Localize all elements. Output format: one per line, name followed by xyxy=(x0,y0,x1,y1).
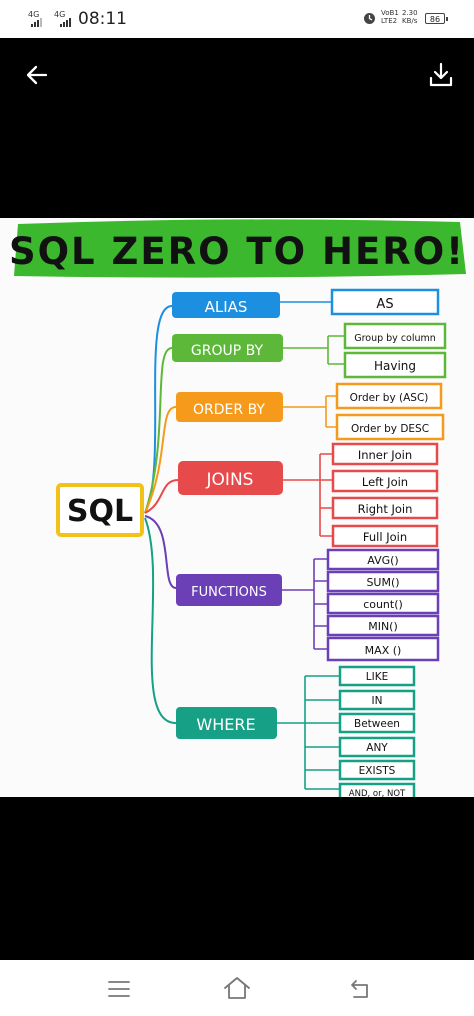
leaf-label: IN xyxy=(372,695,383,707)
branch-label: FUNCTIONS xyxy=(191,585,267,600)
branch-node xyxy=(172,334,283,362)
leaf-label: AVG() xyxy=(367,554,398,567)
leaf-node xyxy=(331,496,439,520)
leaf-label: MAX () xyxy=(365,644,402,657)
leaf-label: LIKE xyxy=(366,671,388,683)
download-icon[interactable] xyxy=(428,61,454,89)
system-nav-bar xyxy=(0,960,474,1016)
branch-node xyxy=(176,574,282,606)
leaf-label: Between xyxy=(354,718,400,730)
leaf-label: Having xyxy=(374,359,416,373)
branch-node xyxy=(178,461,283,495)
branch-node xyxy=(176,707,277,739)
leaf-label: AS xyxy=(376,297,393,312)
mind-map-svg: SQL ZERO TO HERO! SQL ALIAS GROUP BY xyxy=(9,219,466,797)
back-icon[interactable] xyxy=(348,977,372,1001)
leaf-node xyxy=(331,524,439,548)
leaf-node xyxy=(338,689,416,711)
leaf-node xyxy=(338,665,416,687)
leaf-label: EXISTS xyxy=(359,765,396,777)
branch-node xyxy=(176,392,283,422)
viewer-bottom-area xyxy=(0,797,474,960)
leaf-label: Order by (ASC) xyxy=(350,392,429,404)
leaf-label: Order by DESC xyxy=(351,423,429,435)
leaf-node xyxy=(330,288,440,316)
title-banner xyxy=(14,219,466,278)
leaf-label: MIN() xyxy=(368,620,398,633)
network-speed: 2.30 KB/s xyxy=(402,9,418,25)
leaf-node xyxy=(326,614,440,637)
leaf-label: Full Join xyxy=(363,530,407,544)
clock: 08:11 xyxy=(78,9,127,29)
arrow-left-icon[interactable] xyxy=(24,62,50,88)
branch-label: JOINS xyxy=(206,470,254,490)
branch-label: GROUP BY xyxy=(191,343,264,359)
leaf-label: Inner Join xyxy=(358,448,412,462)
network-indicator-1: 4G xyxy=(28,10,40,19)
root-label: SQL xyxy=(67,494,133,529)
leaf-label: Group by column xyxy=(354,333,436,344)
sql-mind-map-image: SQL ZERO TO HERO! SQL ALIAS GROUP BY xyxy=(0,218,474,797)
alarm-icon xyxy=(364,13,375,24)
leaf-node xyxy=(331,442,439,466)
leaf-label: SUM() xyxy=(366,576,399,589)
leaf-node xyxy=(335,413,445,441)
leaf-node xyxy=(326,548,440,571)
signal-icon xyxy=(31,18,42,27)
leaf-label: AND, or, NOT xyxy=(349,789,406,797)
leaf-label: ANY xyxy=(366,742,388,754)
network-indicator-2: 4G xyxy=(54,10,66,19)
leaf-node xyxy=(326,570,440,593)
leaf-node xyxy=(326,636,440,662)
leaf-node xyxy=(338,712,416,734)
branch-label: ALIAS xyxy=(205,298,248,316)
branch-label: ORDER BY xyxy=(193,402,265,418)
leaf-node xyxy=(343,322,447,350)
title-text: SQL ZERO TO HERO! xyxy=(9,230,465,273)
leaf-node xyxy=(338,782,416,797)
leaf-label: Left Join xyxy=(362,475,408,489)
status-bar: 4G 4G 08:11 VoB1 LTE2 2.30 KB/s 86 xyxy=(0,0,474,38)
root-node xyxy=(56,483,144,537)
leaf-label: Right Join xyxy=(358,502,413,516)
leaf-label: count() xyxy=(363,598,403,611)
viewer-top-area xyxy=(0,38,474,218)
branch-label: WHERE xyxy=(196,715,255,734)
battery-indicator: 86 xyxy=(425,13,448,24)
menu-icon[interactable] xyxy=(106,977,132,1001)
home-icon[interactable] xyxy=(222,974,252,1002)
leaf-node xyxy=(326,592,440,615)
leaf-node xyxy=(335,382,443,410)
leaf-node xyxy=(343,351,447,379)
volte-indicator: VoB1 LTE2 xyxy=(381,9,399,25)
leaf-node xyxy=(331,469,439,493)
signal-icon xyxy=(60,18,71,27)
branch-node xyxy=(172,292,280,318)
leaf-node xyxy=(338,759,416,781)
leaf-node xyxy=(338,736,416,758)
